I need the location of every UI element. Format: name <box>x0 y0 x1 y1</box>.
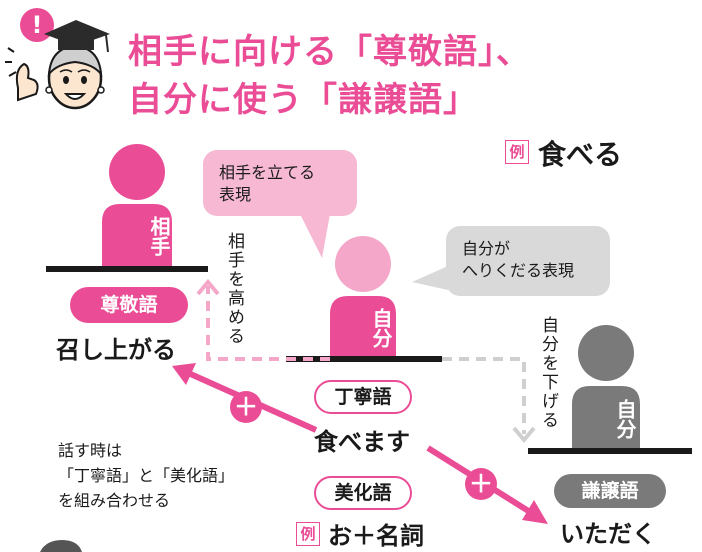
lower-label: 自分を下げる <box>538 316 558 430</box>
jibun-center-platform <box>286 356 442 362</box>
jibun-right-platform <box>528 448 692 454</box>
bikago-example-mark: 例 <box>296 522 320 546</box>
example-mark: 例 <box>505 140 529 164</box>
kenjougo-word: いただく <box>560 520 656 548</box>
title-line-2: 自分に使う「謙譲語」 <box>128 80 478 120</box>
raise-arrowhead <box>196 278 220 296</box>
sonkeigo-badge: 尊敬語 <box>70 287 188 323</box>
plus-circle-left <box>230 391 262 423</box>
bikago-badge: 美化語 <box>314 476 412 510</box>
jibun-bubble-tail <box>412 266 448 290</box>
plus-icon-right: ＋ <box>469 470 493 498</box>
alert-icon: ! <box>20 8 54 42</box>
jibun-center-label: 自分 <box>369 308 393 348</box>
jibun-right-label: 自分 <box>613 399 637 439</box>
lower-arrowhead <box>512 426 536 444</box>
aite-body <box>102 204 172 268</box>
jibun-right-body <box>572 386 640 450</box>
example-word: 食べる <box>538 138 623 171</box>
teineigo-word: 食べます <box>314 428 410 456</box>
bikago-example-text: お＋名詞 <box>328 522 424 550</box>
teineigo-badge: 丁寧語 <box>314 380 412 414</box>
aite-bubble-tail <box>300 214 330 258</box>
title-line-1: 相手に向ける「尊敬語」、 <box>128 32 531 72</box>
next-section-figure <box>40 540 82 552</box>
kenjougo-badge: 謙譲語 <box>554 474 666 508</box>
sonkeigo-arrowhead <box>172 363 196 385</box>
aite-head <box>109 144 165 200</box>
raise-label: 相手を高める <box>224 232 244 346</box>
aite-bubble: 相手を立てる 表現 <box>203 150 357 216</box>
lower-dashed-line <box>442 357 526 434</box>
aite-figure-label: 相手 <box>147 216 171 256</box>
jibun-bubble: 自分が へりくだる表現 <box>446 226 610 296</box>
sonkeigo-word: 召し上がる <box>56 336 176 364</box>
plus-icon-left: ＋ <box>234 393 258 421</box>
jibun-right-head <box>578 325 634 381</box>
usage-note: 話す時は 「丁寧語」と「美化語」 を組み合わせる <box>58 441 235 510</box>
jibun-center-head <box>335 236 391 292</box>
plus-circle-right <box>465 468 497 500</box>
jibun-center-body <box>330 296 396 358</box>
raise-dashed-line <box>206 286 330 361</box>
kenjougo-arrowhead <box>522 500 548 524</box>
aite-platform <box>46 266 208 272</box>
